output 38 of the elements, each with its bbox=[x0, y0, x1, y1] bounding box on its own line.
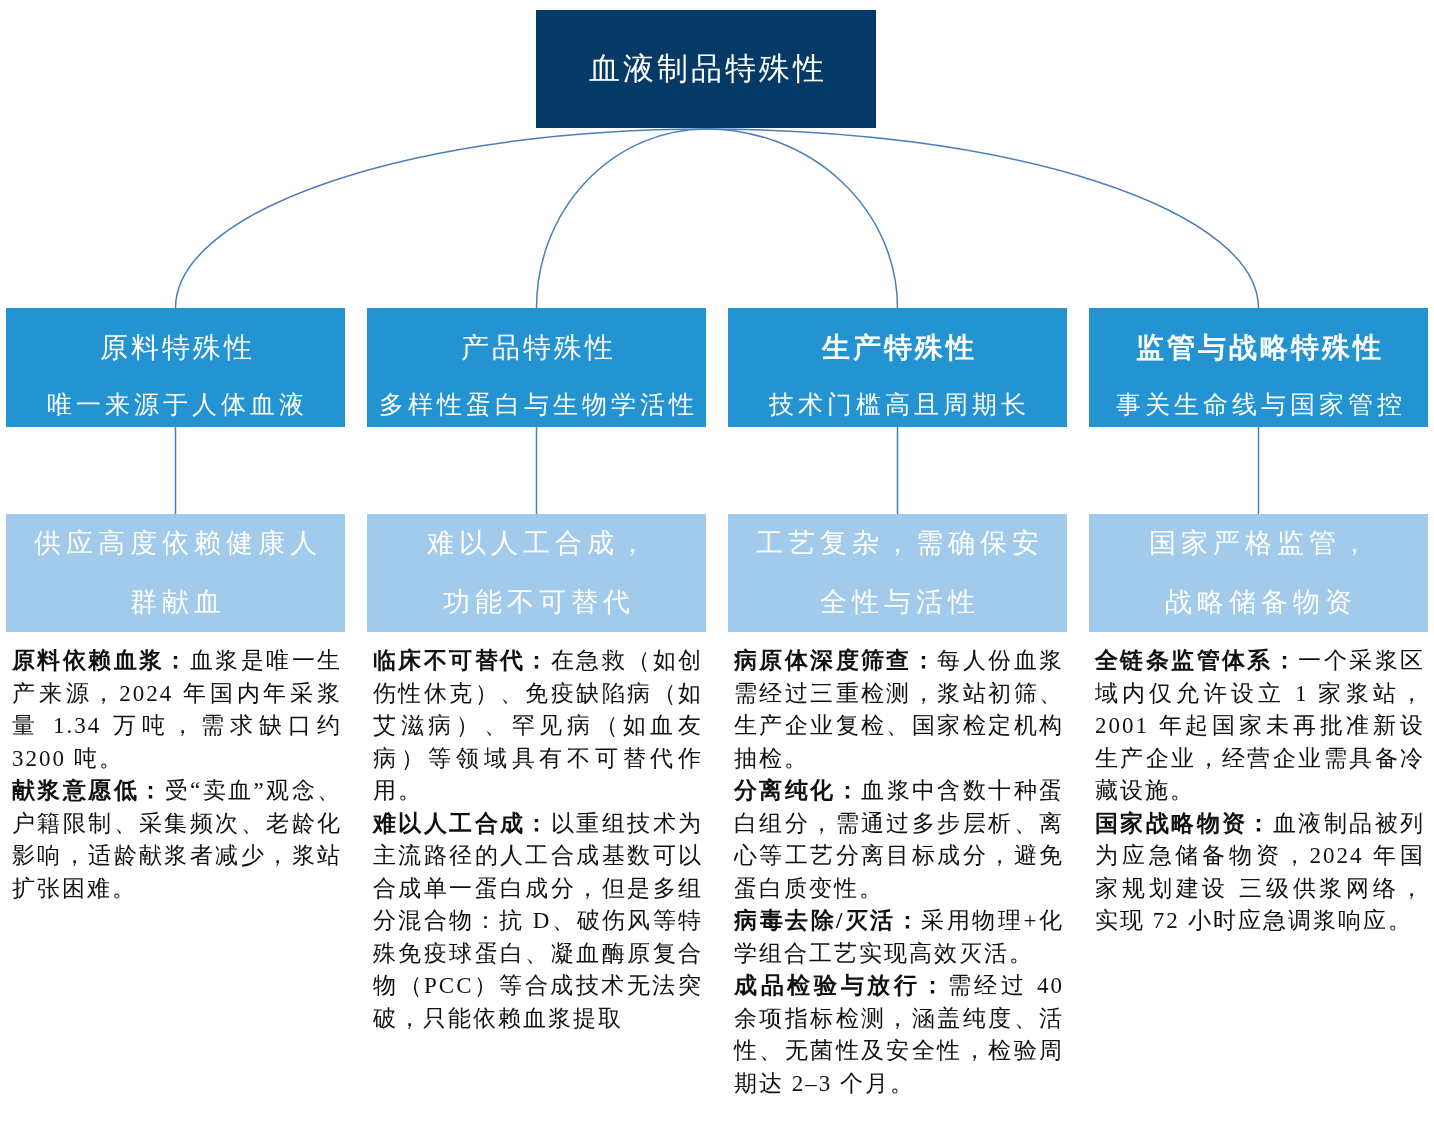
title-text: 血液制品特殊性 bbox=[587, 50, 827, 88]
description-text: 献浆意愿低：受“卖血”观念、户籍限制、采集频次、老龄化影响，适龄献浆者减少，浆站扩张困难。 bbox=[12, 777, 342, 903]
summary-text: 难以人工合成，功能不可替代 bbox=[426, 527, 652, 619]
description-text: 成品检验与放行：需经过 40 余项指标检测，涵盖纯度、活性、无菌性及安全性，检验周期达 2–3 个月。 bbox=[734, 972, 1064, 1098]
connector-line bbox=[535, 128, 707, 309]
title-box bbox=[536, 10, 876, 128]
description-text: 临床不可替代：在急救（如创伤性休克）、免疫缺陷病（如艾滋病）、罕见病（如血友病）等领域具有不可替代作用。 bbox=[373, 647, 703, 805]
description-text: 原料依赖血浆：血浆是唯一生产来源，2024 年国内年采浆量 1.34 万吨，需求缺口约 3200 吨。 bbox=[12, 647, 342, 773]
category-subheading: 多样性蛋白与生物学活性 bbox=[378, 390, 698, 420]
summary-box bbox=[6, 514, 345, 632]
category-heading: 原料特殊性 bbox=[98, 331, 255, 365]
category-box bbox=[367, 308, 706, 427]
summary-box bbox=[1089, 514, 1428, 632]
category-heading: 生产特殊性 bbox=[820, 331, 977, 365]
description-text: 全链条监管体系：一个采浆区域内仅允许设立 1 家浆站，2001 年起国家未再批准新设生产企业，经营企业需具备冷藏设施。 bbox=[1095, 647, 1425, 805]
summary-box bbox=[728, 514, 1067, 632]
category-subheading: 事关生命线与国家管控 bbox=[1114, 390, 1406, 420]
description-text: 病毒去除/灭活：采用物理+化学组合工艺实现高效灭活。 bbox=[734, 907, 1064, 968]
category-box bbox=[6, 308, 345, 427]
summary-text: 国家严格监管，战略储备物资 bbox=[1148, 527, 1374, 619]
summary-box bbox=[367, 514, 706, 632]
connector-line bbox=[705, 128, 1260, 309]
category-subheading: 技术门槛高且周期长 bbox=[768, 390, 1030, 420]
category-heading: 产品特殊性 bbox=[459, 331, 616, 365]
category-box bbox=[1089, 308, 1428, 427]
description-text: 病原体深度筛查：每人份血浆需经过三重检测，浆站初筛、生产企业复检、国家检定机构抽检。 bbox=[734, 647, 1064, 773]
category-box bbox=[728, 308, 1067, 427]
description-text: 国家战略物资：血液制品被列为应急储备物资，2024 年国家规划建设 三级供浆网络，实现 72 小时应急调浆响应。 bbox=[1095, 809, 1425, 935]
connector-line bbox=[896, 426, 899, 515]
connector-line bbox=[535, 426, 538, 515]
connector-line bbox=[1257, 426, 1260, 515]
description-text: 分离纯化：血浆中含数十种蛋白组分，需通过多步层析、离心等工艺分离目标成分，避免蛋白质变性。 bbox=[734, 777, 1064, 903]
summary-text: 供应高度依赖健康人群献血 bbox=[33, 527, 323, 619]
summary-text: 工艺复杂，需确保安全性与活性 bbox=[755, 527, 1045, 619]
connector-line bbox=[174, 426, 177, 515]
category-subheading: 唯一来源于人体血液 bbox=[46, 390, 308, 420]
category-heading: 监管与战略特殊性 bbox=[1135, 331, 1384, 365]
description-text: 难以人工合成：以重组技术为主流路径的人工合成基数可以合成单一蛋白成分，但是多组分混合物：抗 D、破伤风等特殊免疫球蛋白、凝血酶原复合物（PCC）等合成技术无法突破，只能依赖血浆提取 bbox=[373, 809, 703, 1033]
